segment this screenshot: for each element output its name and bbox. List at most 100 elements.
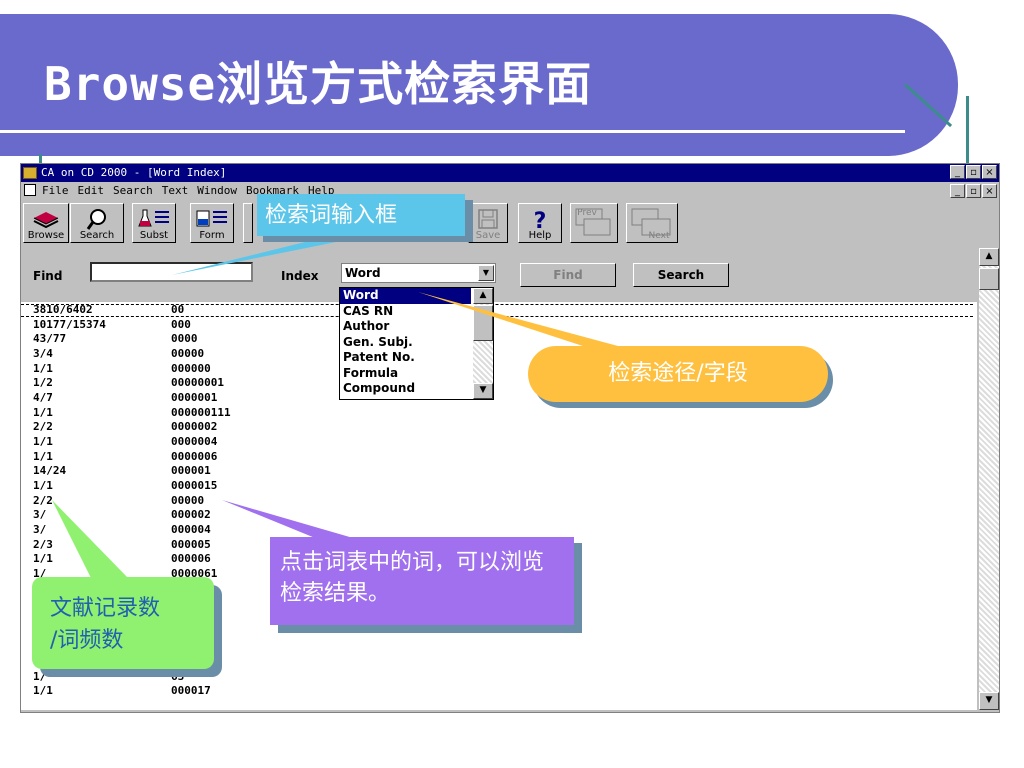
save-button[interactable]: Save <box>468 203 508 243</box>
record-count: 3/ <box>33 508 47 522</box>
index-term: 000004 <box>171 523 211 537</box>
find-input[interactable] <box>90 262 253 282</box>
vertical-scrollbar[interactable]: ▲ ▼ <box>979 248 999 710</box>
callout-click-word: 点击词表中的词，可以浏览检索结果。 <box>270 537 574 625</box>
svg-text:?: ? <box>534 209 547 232</box>
menu-help[interactable]: Help <box>307 184 335 197</box>
document-icon[interactable] <box>24 184 36 196</box>
menu-bookmark[interactable]: Bookmark <box>246 184 299 197</box>
scroll-thumb[interactable] <box>979 268 999 290</box>
index-term: 000001 <box>171 464 211 478</box>
menu-edit[interactable]: Edit <box>77 184 105 197</box>
index-option-cas-rn[interactable]: CAS RN <box>343 303 394 318</box>
menu-text[interactable]: Text <box>161 184 189 197</box>
form-list-icon <box>196 210 227 227</box>
index-term: 0000006 <box>171 449 218 463</box>
browse-button[interactable]: Browse <box>23 203 69 243</box>
dropdown-scrollbar[interactable]: ▲ ▼ <box>473 288 493 399</box>
record-count: 1/1 <box>33 449 53 463</box>
record-count: 3/ <box>33 523 47 537</box>
index-option-gen-subj[interactable]: Gen. Subj. <box>343 334 413 349</box>
pointer-frequency <box>52 500 130 580</box>
doc-minimize-button[interactable]: _ <box>950 184 965 198</box>
find-button[interactable]: Find <box>520 263 616 287</box>
selection-border-top <box>21 304 973 305</box>
close-button[interactable]: × <box>982 165 997 179</box>
index-option-formula[interactable]: Formula <box>343 365 399 380</box>
doc-close-button[interactable]: × <box>982 184 997 198</box>
index-term: 00000 <box>171 493 205 507</box>
record-count: 1/1 <box>33 684 53 698</box>
record-count: 1/ <box>33 567 47 581</box>
chevron-down-icon[interactable]: ▼ <box>478 265 494 281</box>
index-option-compound[interactable]: Compound <box>343 381 416 395</box>
index-term: 0000004 <box>171 435 218 449</box>
index-option-author[interactable]: Author <box>343 319 390 333</box>
index-term: 0000001 <box>171 391 218 405</box>
list-item[interactable]: 1/1 0000006 <box>33 450 217 463</box>
index-term: 0000061 <box>171 567 218 581</box>
list-item[interactable]: 3/000002 <box>33 508 211 521</box>
index-term: 000002 <box>171 508 211 522</box>
list-item[interactable]: 1/1 0000004 <box>33 435 217 448</box>
index-dropdown-list: Word CAS RN Author Gen. Subj. Patent No.… <box>339 287 494 400</box>
search-label: Search <box>79 230 115 241</box>
index-option-word[interactable]: Word <box>340 288 471 304</box>
record-count: 1/1 <box>33 479 53 493</box>
search-button[interactable]: Search <box>70 203 124 243</box>
subst-button[interactable]: Subst <box>132 203 176 243</box>
minimize-button[interactable]: _ <box>950 165 965 179</box>
menu-file[interactable]: File <box>42 184 69 197</box>
index-term: 000000 <box>171 361 211 375</box>
scroll-down-arrow-icon[interactable]: ▼ <box>979 692 999 710</box>
hidden-toolbar-button[interactable] <box>243 203 253 243</box>
next-button[interactable]: Next <box>626 203 678 243</box>
callout-frequency-line2: /词频数 <box>50 628 124 653</box>
restore-button[interactable]: ▫ <box>966 165 981 179</box>
menu-search[interactable]: Search <box>113 184 153 197</box>
window-titlebar[interactable]: CA on CD 2000 - [Word Index] _ ▫ × <box>21 164 999 182</box>
callout-frequency-line1: 文献记录数 <box>50 596 161 621</box>
index-term: 000000111 <box>171 405 231 419</box>
prev-label: Prev <box>577 208 597 218</box>
form-button[interactable]: Form <box>190 203 234 243</box>
list-item[interactable]: 3/000004 <box>33 523 211 536</box>
scroll-up-arrow-icon[interactable]: ▲ <box>979 248 999 266</box>
pointer-input-box <box>172 240 346 275</box>
index-term: 0000002 <box>171 420 218 434</box>
dropdown-scroll-down-icon[interactable]: ▼ <box>473 383 493 399</box>
form-label: Form <box>199 230 225 241</box>
window-title: CA on CD 2000 - [Word Index] <box>41 166 227 179</box>
index-select[interactable]: Word ▼ <box>341 263 496 283</box>
index-option-patent-no[interactable]: Patent No. <box>343 350 415 364</box>
question-mark-icon: ? <box>534 209 547 232</box>
doc-restore-button[interactable]: ▫ <box>966 184 981 198</box>
list-item[interactable]: 14/24 000001 <box>33 464 211 477</box>
find-label: Find <box>33 269 63 283</box>
list-item[interactable]: 1/0000061 <box>33 567 217 580</box>
help-button[interactable]: ? Help <box>518 203 562 243</box>
record-count: 14/24 <box>33 464 67 478</box>
menu-window[interactable]: Window <box>197 184 237 197</box>
dropdown-scroll-up-icon[interactable]: ▲ <box>473 288 493 304</box>
prev-button[interactable]: Prev <box>570 203 618 243</box>
search-button-main[interactable]: Search <box>633 263 729 287</box>
callout-input-box: 检索词输入框 <box>257 194 465 236</box>
record-count: 1/1 <box>33 435 53 449</box>
record-count: 3810/6402 <box>33 303 93 316</box>
